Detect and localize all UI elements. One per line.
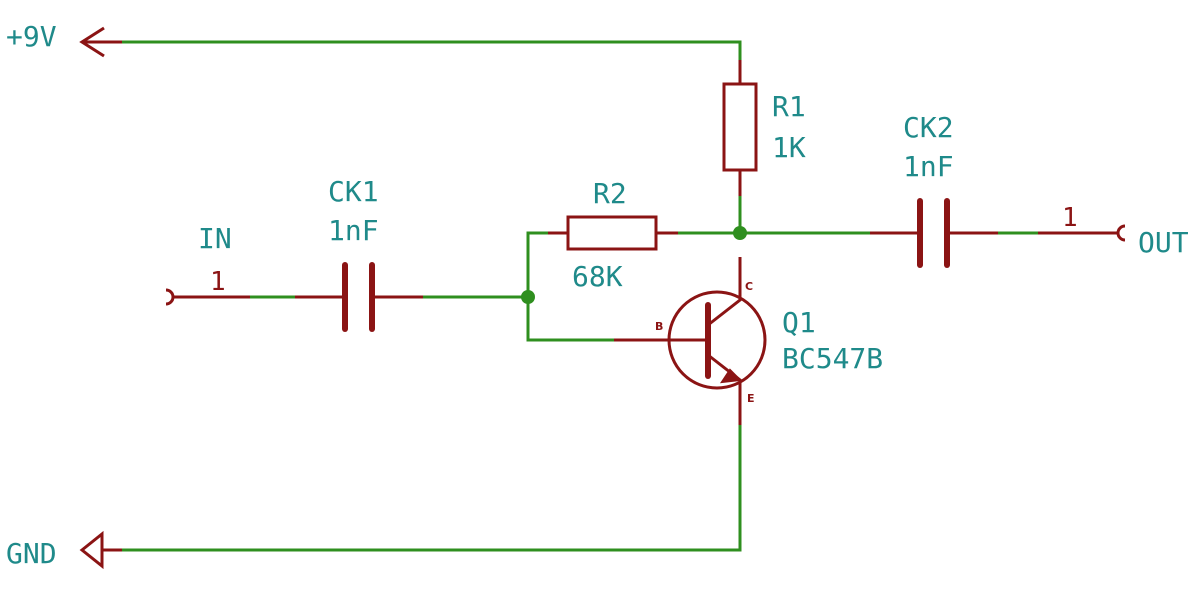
out-pin-number: 1 <box>1062 203 1078 233</box>
q1-ref: Q1 <box>782 306 816 339</box>
r1-ref: R1 <box>772 90 806 123</box>
resistor-r2: R2 68K <box>548 177 678 293</box>
wire-emitter-gnd <box>120 423 742 552</box>
junction-base <box>521 290 535 304</box>
capacitor-ck1: CK1 1nF <box>295 175 423 332</box>
emitter-arrow-icon <box>719 368 743 384</box>
transistor-q1: B C E Q1 BC547B <box>614 257 883 425</box>
gnd-symbol: GND <box>6 530 122 570</box>
q1-value: BC547B <box>782 342 883 375</box>
r2-value: 68K <box>572 260 623 293</box>
junction-collector <box>733 226 747 240</box>
q1-pin-c: C <box>745 280 753 293</box>
input-connector-icon <box>165 288 175 306</box>
vcc-label: +9V <box>6 20 57 53</box>
q1-pin-e: E <box>747 392 755 405</box>
r2-ref: R2 <box>593 177 627 210</box>
in-label: IN <box>198 222 232 255</box>
resistor-r1: R1 1K <box>722 60 806 196</box>
ck2-value: 1nF <box>903 150 954 183</box>
input-connector: IN 1 <box>165 222 250 306</box>
r1-value: 1K <box>772 131 806 164</box>
wires <box>120 40 1040 552</box>
wire-vcc-rail <box>120 40 742 86</box>
in-pin-number: 1 <box>210 267 226 297</box>
out-label: OUT <box>1138 226 1189 259</box>
vcc-symbol: +9V <box>6 20 122 58</box>
output-connector: OUT 1 <box>1038 203 1189 259</box>
gnd-label: GND <box>6 537 57 570</box>
output-connector-icon <box>1116 224 1126 242</box>
q1-pin-b: B <box>655 320 663 333</box>
capacitor-ck2: CK2 1nF <box>870 111 998 268</box>
ck1-value: 1nF <box>328 214 379 247</box>
ck2-ref: CK2 <box>903 111 954 144</box>
ck1-ref: CK1 <box>328 175 379 208</box>
wire-r2-base <box>526 231 616 342</box>
